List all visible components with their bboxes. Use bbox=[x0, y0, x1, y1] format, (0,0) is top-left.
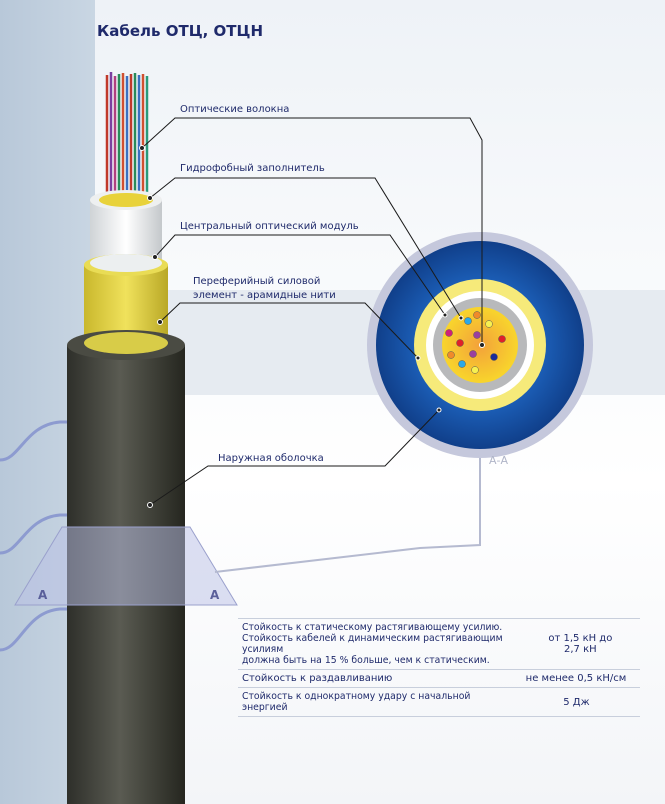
spec-value: 5 Дж bbox=[563, 696, 590, 708]
spec-row: Стойкость к статическому растягивающему … bbox=[238, 618, 640, 669]
label-central-module: Центральный оптический модуль bbox=[180, 221, 359, 232]
label-optical-fibers: Оптические волокна bbox=[180, 104, 290, 115]
spec-text: Стойкость к однократному удару с начальн… bbox=[242, 691, 471, 713]
central-module bbox=[90, 190, 162, 265]
optical-fibers bbox=[105, 72, 149, 200]
spec-text-line: Стойкость кабелей к динамическим растяги… bbox=[242, 633, 503, 655]
section-mark-left: А bbox=[38, 588, 48, 602]
spec-value-line: от 1,5 кН до bbox=[548, 633, 613, 644]
spec-text-line: Стойкость к статическому растягивающему … bbox=[242, 622, 503, 633]
spec-row: Стойкость к однократному удару с начальн… bbox=[238, 687, 640, 717]
section-plane bbox=[14, 526, 238, 606]
label-strength-line1: Переферийный силовой bbox=[193, 276, 321, 287]
section-label: А-А bbox=[489, 454, 509, 467]
spec-text: Стойкость к раздавливанию bbox=[242, 673, 393, 684]
specs-table: Стойкость к статическому растягивающему … bbox=[238, 618, 640, 717]
spec-value: от 1,5 кН до 2,7 кН bbox=[525, 633, 636, 655]
wave-decoration bbox=[0, 420, 67, 652]
spec-row: Стойкость к раздавливанию не менее 0,5 к… bbox=[238, 669, 640, 687]
spec-text: Стойкость к статическому растягивающему … bbox=[242, 622, 525, 666]
aramid-layer bbox=[84, 254, 168, 345]
page-title: Кабель ОТЦ, ОТЦН bbox=[97, 22, 263, 40]
leader-lines bbox=[141, 117, 483, 573]
spec-text-line: должна быть на 15 % больше, чем к статич… bbox=[242, 655, 490, 666]
label-outer-sheath: Наружная оболочка bbox=[218, 453, 324, 464]
spec-value: не менее 0,5 кН/см bbox=[525, 673, 627, 684]
label-hydrophobic-filler: Гидрофобный заполнитель bbox=[180, 163, 325, 174]
section-mark-right: А bbox=[210, 588, 220, 602]
leader-dots bbox=[139, 145, 485, 508]
label-strength-line2: элемент - арамидные нити bbox=[193, 290, 336, 301]
spec-value-line: 2,7 кН bbox=[564, 644, 597, 655]
